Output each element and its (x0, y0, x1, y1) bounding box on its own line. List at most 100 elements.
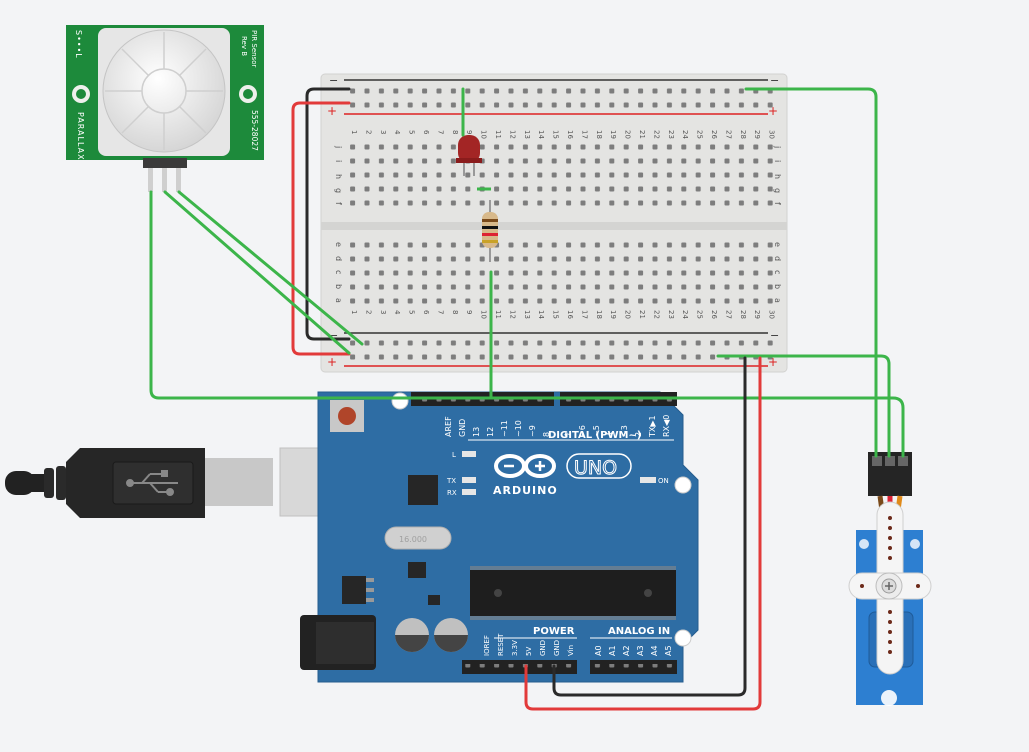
row-letter-right: h (773, 174, 782, 179)
column-number-bottom: 14 (537, 310, 545, 319)
column-number-top: 8 (451, 130, 459, 134)
column-number-bottom: 20 (624, 310, 632, 319)
column-number-top: 11 (494, 130, 502, 139)
row-letter-right: f (773, 202, 782, 205)
column-number-bottom: 29 (753, 310, 761, 319)
wire-pir-gnd[interactable] (177, 190, 364, 346)
column-number-bottom: 19 (609, 310, 617, 319)
column-number-top: 19 (609, 130, 617, 139)
servo-horn[interactable] (848, 501, 932, 675)
pir-part-number-label: 555-28027 (250, 110, 259, 151)
column-number-bottom: 18 (595, 310, 603, 319)
column-number-top: 29 (753, 130, 761, 139)
column-number-top: 3 (379, 130, 387, 134)
column-number-top: 15 (552, 130, 560, 139)
row-letter-right: a (773, 298, 782, 303)
column-number-bottom: 8 (451, 310, 459, 314)
column-number-top: 2 (364, 130, 372, 134)
wire-pir-vcc[interactable] (163, 190, 351, 355)
column-number-top: 25 (696, 130, 704, 139)
row-letter-right: d (773, 256, 782, 261)
on-led-label: ON (658, 477, 669, 485)
crystal-label: 16.000 (399, 535, 427, 544)
digital-pin-label: GND (458, 419, 467, 437)
wire-pir-signal[interactable] (149, 190, 905, 458)
power-pin-label: 3.3V (511, 640, 519, 656)
power-pin-label: IOREF (483, 635, 491, 656)
column-number-top: 4 (393, 130, 401, 135)
wire-servo-vcc[interactable] (716, 354, 891, 458)
row-letter-right: i (773, 160, 782, 162)
red-led[interactable] (456, 135, 482, 176)
column-number-top: 26 (710, 130, 718, 139)
column-number-top: 23 (667, 130, 675, 139)
column-number-bottom: 9 (465, 310, 473, 314)
capacitor-left (395, 618, 429, 652)
arduino-model-label: UNO (574, 457, 617, 479)
digital-pin-label: 13 (472, 427, 481, 437)
rail-minus-bottom-left: − (329, 329, 338, 342)
column-number-top: 14 (537, 130, 545, 139)
column-number-bottom: 10 (480, 310, 488, 319)
column-number-bottom: 28 (739, 310, 747, 319)
digital-pin-label: RX◀0 (662, 415, 671, 437)
led-label-rx: RX (447, 489, 457, 497)
wire-5v-rail-left[interactable] (291, 101, 351, 356)
analog-pin-label: A3 (636, 645, 645, 656)
analog-pin-label: A4 (650, 645, 659, 656)
column-number-top: 21 (638, 130, 646, 139)
column-number-bottom: 5 (408, 310, 416, 314)
usb-cable[interactable] (5, 447, 373, 518)
digital-pin-label: ~5 (592, 425, 601, 437)
usb-icon (126, 470, 178, 496)
pir-sensor[interactable]: S•••L PARALLAX PIR Sensor Rev B 555-2802… (66, 25, 264, 192)
wire-servo-gnd[interactable] (744, 87, 878, 458)
breadboard-labels: 1122334455667788991010111112121313141415… (334, 130, 782, 319)
column-number-bottom: 25 (696, 310, 704, 319)
digital-pin-label: ~3 (620, 425, 629, 437)
column-number-bottom: 2 (364, 310, 372, 314)
servo-motor[interactable] (848, 452, 932, 706)
column-number-top: 20 (624, 130, 632, 139)
digital-pin-label: AREF (444, 416, 453, 437)
row-letter-left: f (334, 202, 343, 205)
column-number-top: 12 (508, 130, 516, 139)
pir-pin-header (143, 158, 187, 168)
column-number-bottom: 24 (681, 310, 689, 319)
led-label-tx: TX (446, 477, 456, 485)
analog-pin-label: A2 (622, 645, 631, 656)
column-number-bottom: 6 (422, 310, 430, 315)
column-number-top: 27 (724, 130, 732, 139)
pir-revision-label: Rev B (240, 36, 248, 56)
column-number-top: 13 (523, 130, 531, 139)
row-letter-left: c (334, 270, 343, 274)
wires[interactable] (149, 87, 905, 711)
digital-header-label: DIGITAL (PWM~) (548, 430, 641, 441)
row-letter-left: a (334, 298, 343, 303)
rail-plus-top-left: + (327, 104, 337, 118)
digital-pin-label: ~11 (500, 420, 509, 437)
wire-arduino-5v[interactable] (524, 356, 762, 711)
breadboard[interactable]: − + − + − + − + 112233445566778899101011… (320, 73, 788, 373)
led-label-l: L (452, 451, 456, 459)
resistor[interactable] (482, 200, 498, 262)
digital-pin-label: ~9 (528, 425, 537, 437)
row-letter-right: j (773, 145, 782, 148)
column-number-top: 9 (465, 130, 473, 134)
analog-pin-label: A0 (594, 645, 603, 656)
digital-pin-label: 2 (634, 432, 643, 437)
wire-gnd-rail-left[interactable] (305, 87, 351, 341)
crystal-oscillator (384, 526, 452, 550)
row-letter-right: g (773, 188, 782, 193)
power-pin-label: GND (553, 640, 561, 656)
screw-icon (885, 582, 893, 590)
digital-pin-label: TX▶1 (648, 415, 657, 438)
power-pin-label: GND (539, 640, 547, 656)
column-number-bottom: 13 (523, 310, 531, 319)
wire-arduino-gnd[interactable] (552, 356, 747, 697)
row-letter-left: e (334, 242, 343, 247)
pir-pins-label: S•••L (74, 30, 83, 59)
